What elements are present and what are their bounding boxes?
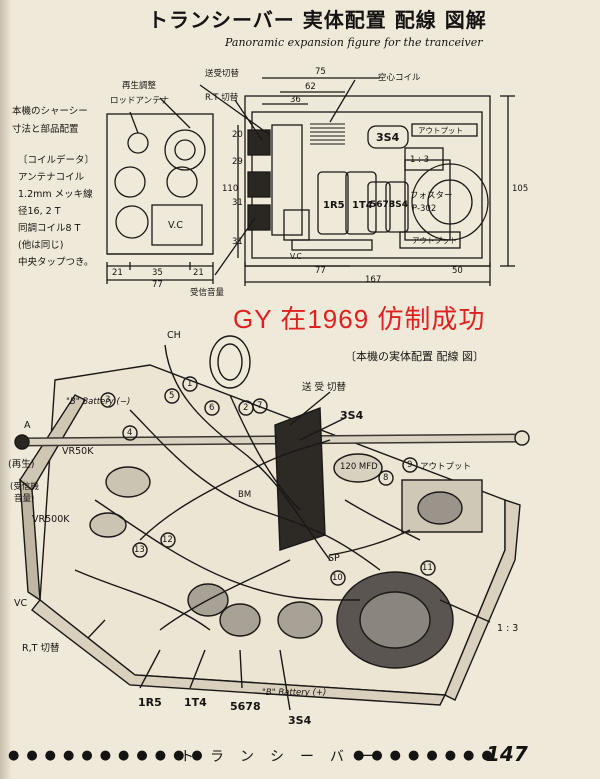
coil-data-line: 1.2mm メッキ線 (18, 189, 93, 200)
footer-dots-left: ●●●●●●●●●●● (8, 748, 210, 763)
tube-3s4-label-2: 3S4 (340, 409, 364, 422)
chassis-label-1: 本機のシャーシー (12, 106, 88, 117)
wire-point-number: 3 (105, 395, 111, 405)
volume-label-3: 音量) (14, 494, 35, 504)
dim-31b: 31 (232, 237, 243, 247)
coil-data-line: (他は同じ) (18, 240, 64, 251)
vc-label: V.C (168, 220, 183, 231)
ratio-label: 1 : 3 (410, 155, 430, 165)
tube-1t4-label-2: 1T4 (184, 696, 207, 709)
wire-point-number: 10 (332, 573, 343, 583)
wire-point-number: 2 (243, 403, 249, 413)
volume-label-2: (受信機 (10, 482, 39, 492)
air-coil-label: 空心コイル (378, 73, 421, 83)
dim-110: 110 (222, 184, 239, 194)
page-subtitle: Panoramic expansion figure for the tranc… (225, 36, 483, 49)
rod-antenna-label: ロッドアンテナ (110, 96, 170, 106)
dim-20: 20 (232, 130, 243, 140)
footer-dots-right: ●●●●●●●● (353, 748, 500, 763)
coil-data-line: 〔コイルデータ〕 (18, 155, 95, 166)
wire-point-number: 4 (127, 428, 133, 438)
rt-switch-label-2: R,T 切替 (22, 643, 60, 654)
tube-5678-label: 5678 (370, 200, 396, 210)
dim-77b: 77 (315, 266, 326, 276)
dim-77a: 77 (152, 280, 163, 290)
tube-1r5-label-2: 1R5 (138, 696, 162, 709)
page-number: 147 (486, 742, 528, 766)
dim-21b: 21 (193, 268, 204, 278)
battery-pos-label: "B" Battery (+) (262, 688, 327, 698)
wire-point-number: 13 (134, 545, 145, 555)
ch-label: CH (167, 330, 181, 341)
tube-5678-label-2: 5678 (230, 700, 261, 713)
speaker-label: SP (328, 553, 340, 564)
vr500k-label: VR500K (32, 514, 70, 525)
wire-point-number: 1 (187, 379, 193, 389)
tx-rx-switch-label: 送受切替 (205, 69, 240, 79)
volume-label: 受信音量 (190, 288, 225, 298)
dim-36: 36 (290, 95, 301, 105)
dim-29: 29 (232, 157, 243, 167)
page-binding-edge (0, 0, 12, 779)
dim-62: 62 (305, 82, 316, 92)
battery-neg-label: "B" Battery (−) (66, 397, 131, 407)
regen-label: 再生調整 (122, 81, 157, 91)
footer-text: トランシーバー (180, 749, 390, 765)
tube-1r5-label: 1R5 (323, 200, 345, 211)
wiring-diagram-caption: 〔本機の実体配置 配線 図〕 (345, 350, 484, 363)
dim-105: 105 (512, 184, 529, 194)
top-chassis-drawing (106, 77, 515, 286)
coil-data-line: 径16, 2 T (18, 206, 61, 217)
dim-75: 75 (315, 67, 326, 77)
antenna-a-label: A (24, 420, 31, 431)
coil-data-line: 同調コイル8 T (18, 223, 81, 234)
tube-3s4b-label: 3S4 (389, 200, 409, 210)
vr50k-label: VR50K (62, 446, 94, 457)
tube-3s4-label: 3S4 (376, 131, 400, 144)
dim-31a: 31 (232, 198, 243, 208)
tube-3s4b-label-2: 3S4 (288, 714, 312, 727)
dim-167: 167 (365, 275, 382, 285)
vc2-label: V.C (290, 252, 302, 261)
bm-label: BM (238, 490, 252, 500)
output2-label: アウトプット (412, 236, 457, 245)
coil-data-line: 中央タップつき。 (18, 257, 94, 268)
vc-label-2: VC (14, 598, 28, 609)
wire-point-number: 11 (422, 563, 433, 573)
dim-50: 50 (452, 266, 463, 276)
ratio-label-2: 1 : 3 (497, 623, 519, 634)
wiring-drawing (14, 335, 530, 711)
page-title: トランシーバー 実体配置 配線 図解 (148, 8, 487, 32)
dim-21a: 21 (112, 268, 123, 278)
wire-point-number: 12 (162, 535, 173, 545)
output-label: アウトプット (418, 126, 463, 135)
rt-switch-label: R.T 切替 (205, 93, 239, 103)
chassis-label-2: 寸法と部品配置 (12, 124, 79, 135)
wire-point-number: 6 (209, 403, 215, 413)
tube-1t4-label: 1T4 (352, 200, 373, 211)
foster-label: フォスター (410, 191, 453, 201)
coil-data: 〔コイルデータ〕 アンテナコイル 1.2mm メッキ線 径16, 2 T 同調コ… (18, 152, 94, 271)
coil-data-line: アンテナコイル (18, 172, 85, 183)
wire-point-number: 7 (257, 401, 263, 411)
regen-label-2: (再生) (8, 459, 35, 470)
wire-point-number: 8 (383, 473, 389, 483)
mfd-label: 120 MFD (340, 462, 378, 472)
page-footer: ●●●●●●●●●●● トランシーバー ●●●●●●●● 147 (8, 742, 593, 772)
wire-point-number: 5 (169, 391, 175, 401)
tx-rx-switch-label-2: 送 受 切替 (302, 382, 347, 393)
speaker-model-label: P-302 (412, 204, 437, 214)
dim-35: 35 (152, 268, 163, 278)
output-label-2: アウトプット (420, 462, 472, 472)
wire-point-number: 9 (407, 460, 413, 470)
red-stamp-annotation: GY 在1969 仿制成功 (233, 304, 486, 334)
